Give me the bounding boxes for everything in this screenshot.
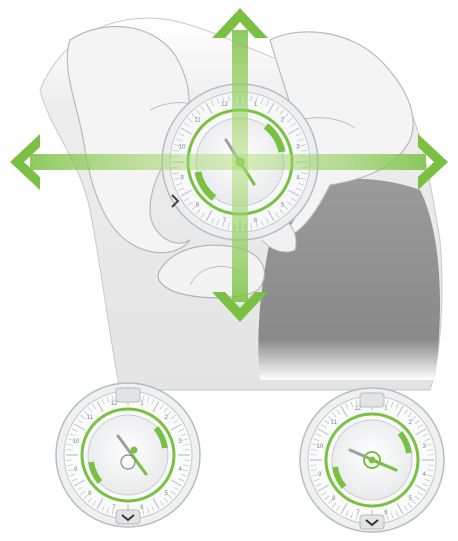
bezel-label: 10 bbox=[72, 439, 79, 445]
bezel-label: 10 bbox=[179, 144, 186, 150]
bottom-tab bbox=[360, 515, 384, 529]
compass-bottom-right: 123456789101112 bbox=[300, 388, 444, 532]
bezel-label: 11 bbox=[87, 415, 94, 421]
bezel-label: 11 bbox=[331, 420, 338, 426]
bezel-label: 11 bbox=[194, 118, 201, 124]
bezel-label: 12 bbox=[221, 102, 228, 108]
top-tab bbox=[360, 393, 384, 407]
top-tab bbox=[116, 388, 140, 402]
bezel-label: 10 bbox=[316, 444, 323, 450]
bottom-tab bbox=[116, 510, 140, 524]
